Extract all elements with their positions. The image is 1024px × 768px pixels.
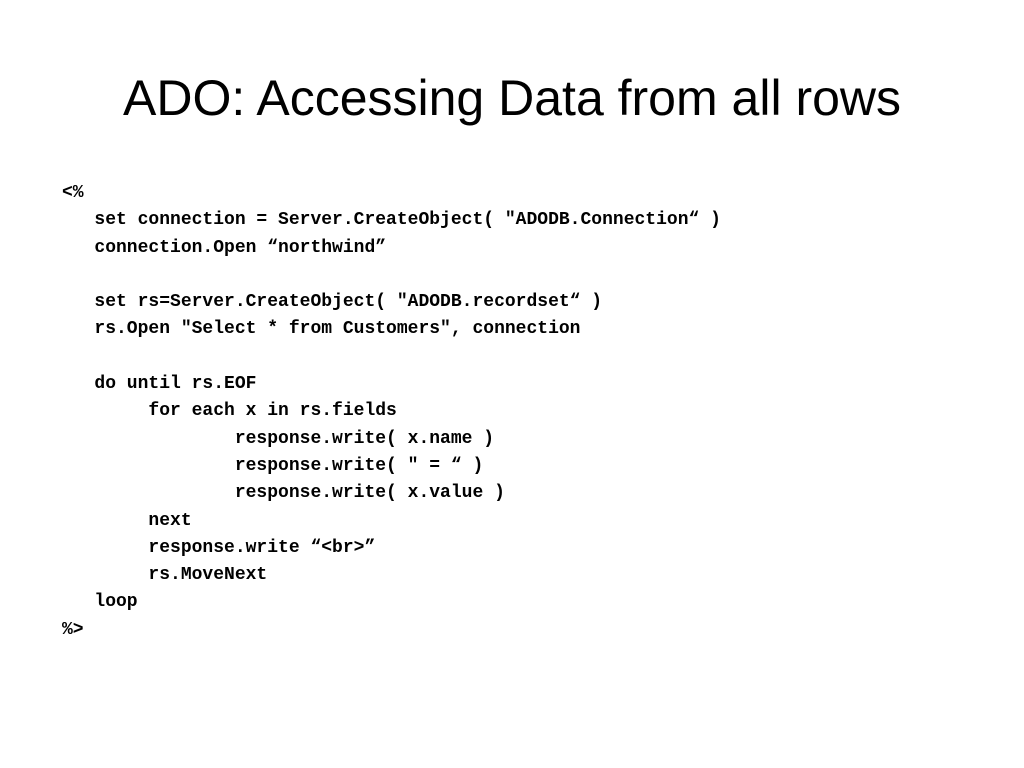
code-line: response.write( " = “ ) [62, 455, 484, 476]
code-line: set rs=Server.CreateObject( "ADODB.recor… [62, 292, 603, 313]
code-line: loop [62, 592, 138, 613]
code-line: rs.MoveNext [62, 565, 268, 586]
code-line: next [62, 510, 192, 531]
code-line [62, 262, 721, 289]
code-line: %> [62, 619, 84, 640]
slide-title: ADO: Accessing Data from all rows [122, 70, 902, 126]
code-line: <% [62, 183, 84, 203]
code-line: response.write( x.name ) [62, 428, 495, 449]
code-block: <% set connection = Server.CreateObject(… [62, 180, 721, 644]
code-line: do until rs.EOF [62, 374, 257, 395]
code-line: response.write( x.value ) [62, 483, 505, 504]
code-line [62, 344, 721, 371]
code-line: connection.Open “northwind” [62, 237, 387, 258]
code-line: response.write “<br>” [62, 537, 376, 558]
code-line: for each x in rs.fields [62, 401, 397, 422]
code-line: set connection = Server.CreateObject( "A… [62, 210, 721, 231]
code-line: rs.Open "Select * from Customers", conne… [62, 319, 581, 340]
